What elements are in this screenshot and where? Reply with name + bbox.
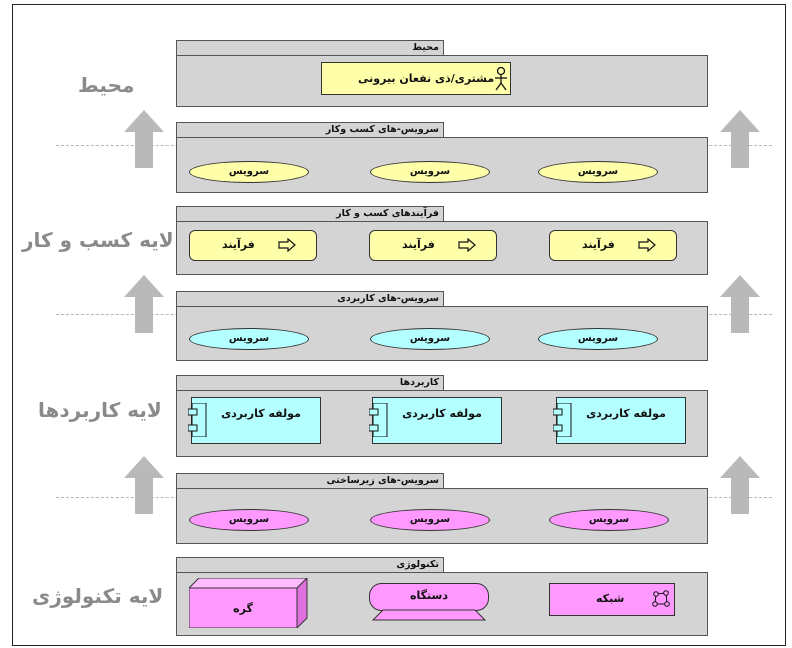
application-component: مولفه کاربردی [553,397,686,444]
component-icon [188,403,207,437]
business-service: سرویس [370,161,490,183]
node-shape [189,578,308,628]
group-tab-applications: کاربردها [176,375,444,390]
group-tab-environment: محیط [176,40,444,55]
group-tab-business-processes: فرآیندهای کسب و کار [176,206,444,221]
up-arrow-icon [720,456,760,514]
network-label: شبکه [596,592,625,605]
application-service: سرویس [189,328,309,350]
group-tab-infrastructure-services: سرویس-های زیرساختی [176,473,444,488]
group-tab-business-services: سرویس-های کسب وکار [176,122,444,137]
application-service: سرویس [538,328,658,350]
process-label: فرآیند [402,238,435,251]
group-tab-application-services: سرویس-های کاربردی [176,291,444,306]
actor-box: مشتری/ذی نفعان بیرونی [321,62,511,95]
device-label: دستگاه [410,589,448,602]
process-arrow-icon [638,238,656,252]
up-arrow-icon [124,456,164,514]
up-arrow-icon [124,110,164,168]
business-service: سرویس [538,161,658,183]
actor-icon [495,66,507,91]
component-icon [369,403,388,437]
layer-label-technology: لایه تکنولوژی [32,584,164,608]
business-process: فرآیند [369,230,497,261]
infrastructure-service: سرویس [189,509,309,531]
process-label: فرآیند [582,238,615,251]
layer-label-business: لایه کسب و کار [22,228,174,252]
application-component: مولفه کاربردی [369,397,502,444]
process-arrow-icon [458,238,476,252]
process-label: فرآیند [222,238,255,251]
infrastructure-service: سرویس [370,509,490,531]
network-icon [652,590,670,607]
up-arrow-icon [720,275,760,333]
process-arrow-icon [278,238,296,252]
component-label: مولفه کاربردی [402,407,482,420]
application-service: سرویس [370,328,490,350]
business-service: سرویس [189,161,309,183]
actor-label: مشتری/ذی نفعان بیرونی [358,72,495,85]
up-arrow-icon [720,110,760,168]
group-tab-technology: تکنولوژی [176,557,444,572]
component-label: مولفه کاربردی [586,407,666,420]
network-box: شبکه [549,583,675,616]
layer-label-application: لایه کاربردها [38,398,162,422]
up-arrow-icon [124,275,164,333]
node-label: گره [233,602,253,615]
device-shape [369,583,489,621]
infrastructure-service: سرویس [549,509,669,531]
application-component: مولفه کاربردی [188,397,321,444]
business-process: فرآیند [189,230,317,261]
component-icon [553,403,572,437]
component-label: مولفه کاربردی [221,407,301,420]
layer-label-environment: محیط [78,73,135,97]
business-process: فرآیند [549,230,677,261]
